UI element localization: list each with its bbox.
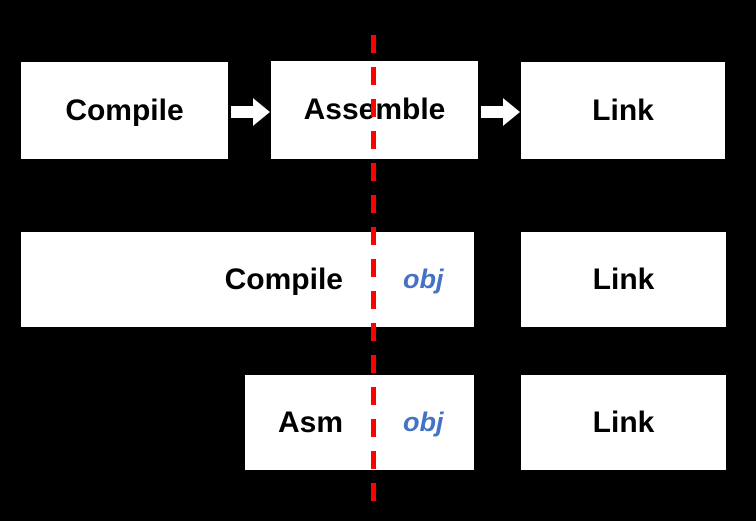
box-link-stage-2: Link bbox=[521, 232, 726, 327]
obj-label: obj bbox=[403, 264, 444, 294]
box-right-section: obj bbox=[403, 232, 474, 327]
box-label: Compile bbox=[65, 93, 184, 127]
box-link-stage-3: Link bbox=[521, 375, 726, 470]
right-arrow-icon bbox=[481, 98, 520, 126]
box-asm-direct: Asm obj bbox=[245, 375, 474, 470]
box-left-section: Asm bbox=[245, 375, 343, 470]
red-dashed-divider bbox=[371, 35, 376, 501]
box-left-section: Compile bbox=[21, 232, 343, 327]
box-compile-direct: Compile obj bbox=[21, 232, 474, 327]
box-right-section: obj bbox=[403, 375, 474, 470]
box-label: Link bbox=[592, 405, 655, 439]
box-label: Asm bbox=[277, 405, 343, 439]
box-link-stage-1: Link bbox=[521, 62, 725, 159]
box-label: Link bbox=[592, 262, 655, 296]
box-compile-stage-1: Compile bbox=[21, 62, 228, 159]
obj-label: obj bbox=[403, 407, 444, 437]
box-label: Link bbox=[592, 93, 654, 127]
box-label: Compile bbox=[224, 262, 343, 296]
right-arrow-icon bbox=[231, 98, 270, 126]
